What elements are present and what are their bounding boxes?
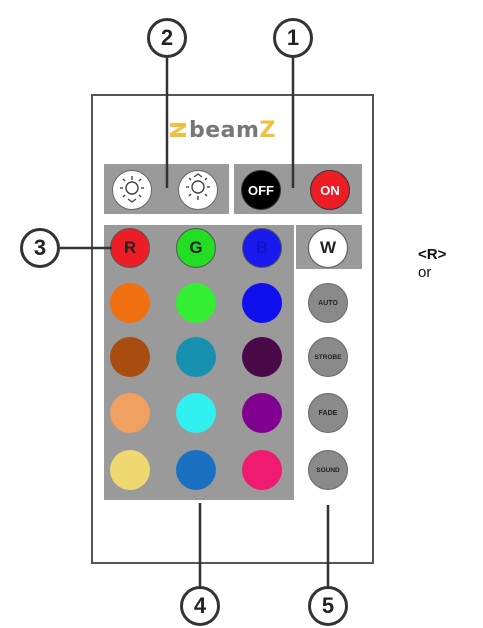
color-button[interactable]: [176, 450, 216, 490]
color-button[interactable]: [176, 337, 216, 377]
color-button[interactable]: [242, 393, 282, 433]
beamz-logo-icon: [170, 123, 186, 137]
white-button[interactable]: W: [308, 228, 348, 268]
color-button[interactable]: [242, 450, 282, 490]
color-button[interactable]: [176, 393, 216, 433]
on-button-label: ON: [320, 182, 340, 198]
callout-3: 3: [20, 228, 60, 268]
callout-2: 2: [147, 18, 187, 58]
callout-1: 1: [273, 18, 313, 58]
beamz-logo: beamZ: [170, 117, 276, 143]
callout-5: 5: [308, 586, 348, 626]
green-button[interactable]: G: [176, 228, 216, 268]
strobe-button[interactable]: STROBE: [308, 337, 348, 377]
green-button-label: G: [189, 238, 203, 257]
brightness-down-icon: [119, 173, 145, 208]
color-button[interactable]: [176, 283, 216, 323]
callout-2-number: 2: [160, 25, 174, 50]
callout-4: 4: [180, 586, 220, 626]
color-button[interactable]: [242, 337, 282, 377]
callout-3-number: 3: [33, 235, 47, 260]
brightness-up-button[interactable]: [178, 170, 218, 210]
blue-button-label: B: [255, 238, 269, 257]
color-button[interactable]: [110, 337, 150, 377]
red-button-label: R: [123, 238, 137, 257]
brightness-up-icon: [185, 172, 211, 208]
beamz-logo-text: beamZ: [189, 117, 276, 143]
sound-button-label: SOUND: [316, 466, 340, 474]
auto-button[interactable]: AUTO: [308, 283, 348, 323]
color-button[interactable]: [110, 450, 150, 490]
white-button-label: W: [319, 238, 337, 257]
callout-5-number: 5: [321, 593, 335, 618]
color-button[interactable]: [110, 393, 150, 433]
on-button[interactable]: ON: [310, 170, 350, 210]
brightness-down-button[interactable]: [112, 170, 152, 210]
off-button[interactable]: OFF: [241, 170, 281, 210]
callout-1-number: 1: [286, 25, 300, 50]
fade-button[interactable]: FADE: [308, 393, 348, 433]
side-note-line-1: <R>: [418, 246, 447, 263]
color-button[interactable]: [242, 283, 282, 323]
fade-button-label: FADE: [318, 409, 338, 417]
side-note-line-2: or: [418, 264, 432, 281]
auto-button-label: AUTO: [318, 299, 338, 307]
sound-button[interactable]: SOUND: [308, 450, 348, 490]
callout-4-number: 4: [193, 593, 207, 618]
strobe-button-label: STROBE: [314, 353, 342, 361]
off-button-label: OFF: [248, 182, 274, 198]
blue-button[interactable]: B: [242, 228, 282, 268]
color-button[interactable]: [110, 283, 150, 323]
